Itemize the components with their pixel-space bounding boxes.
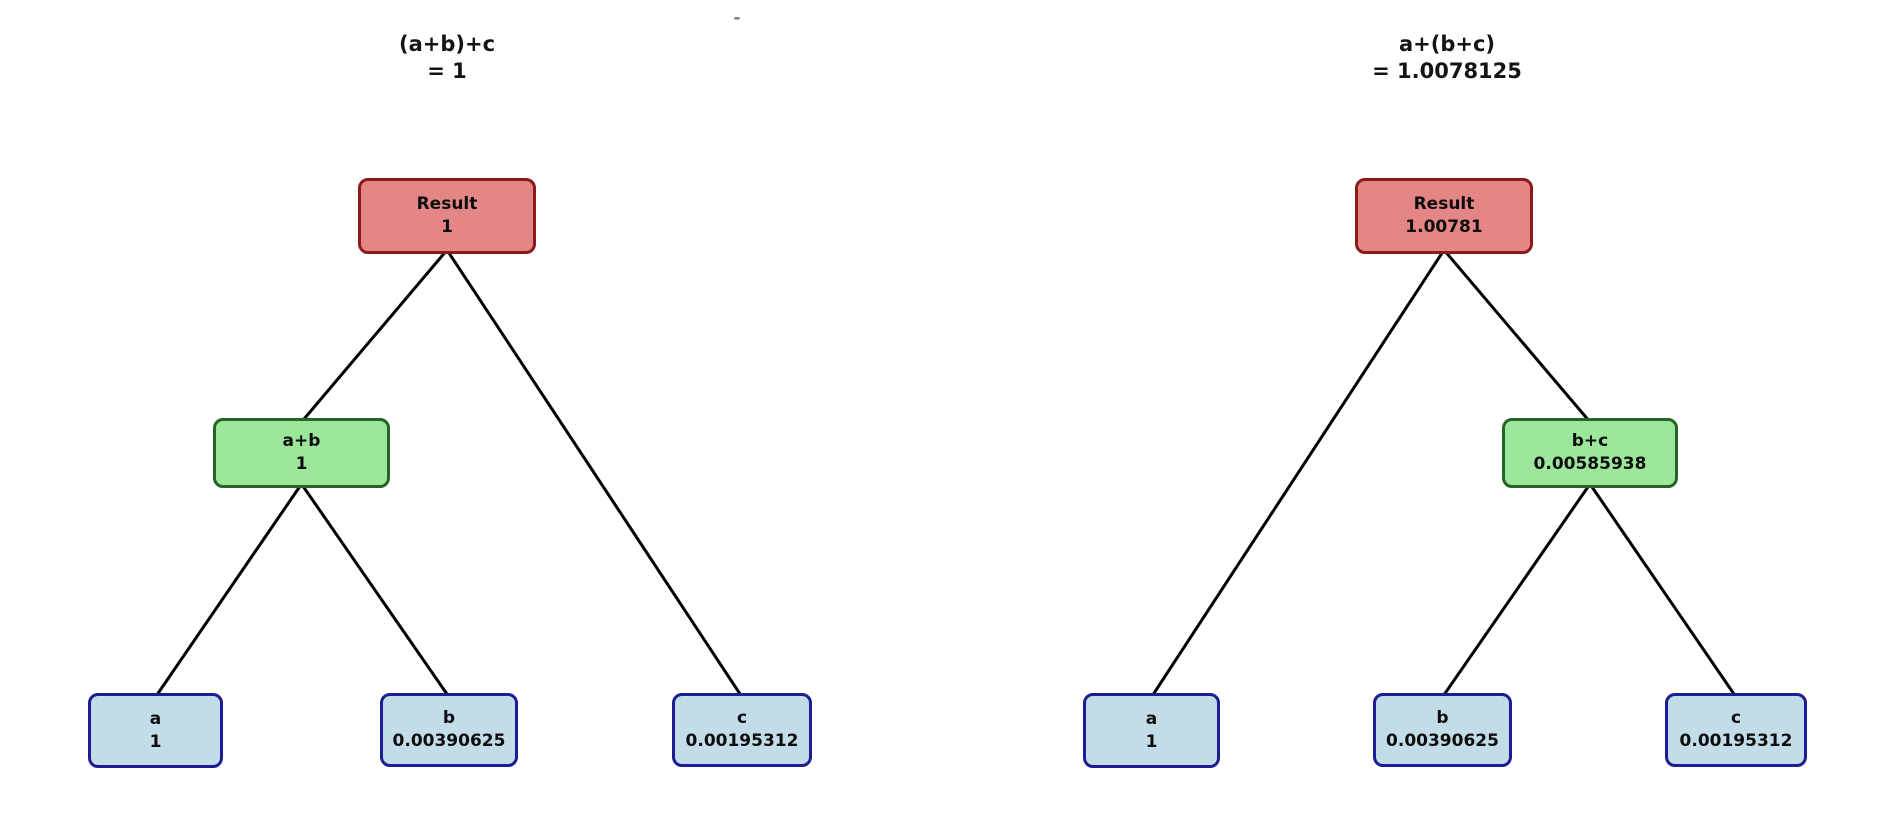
right-op-node-b-plus-c: b+c 0.00585938 [1502,418,1678,488]
node-label: a [149,708,162,729]
node-label: Result [1413,194,1475,214]
left-tree-title: (a+b)+c = 1 [399,31,495,85]
tree-edge [154,482,303,699]
node-label: c [1730,708,1742,728]
node-label: a [1145,708,1158,729]
left-leaf-node-b: b 0.00390625 [380,693,518,767]
left-result-node: Result 1 [358,178,536,254]
right-leaf-node-b: b 0.00390625 [1373,693,1512,767]
node-value: 1 [149,731,162,752]
right-tree-title-result: = 1.0078125 [1372,59,1522,83]
right-result-node: Result 1.00781 [1355,178,1533,254]
figure-suptitle-dash: - [733,8,741,28]
node-value: 1 [295,454,308,474]
tree-edge [1442,248,1592,424]
node-label: Result [416,194,478,214]
node-value: 1.00781 [1405,217,1483,237]
node-label: c [736,708,748,728]
tree-edge [300,482,451,699]
right-leaf-node-a: a 1 [1083,693,1220,768]
left-tree-title-result: = 1 [427,59,467,83]
node-value: 0.00195312 [1679,731,1793,751]
node-value: 0.00390625 [392,731,506,751]
node-label: b+c [1571,431,1609,451]
node-value: 1 [1145,731,1158,752]
node-label: b [1436,708,1449,728]
left-tree-title-expression: (a+b)+c [398,32,496,56]
right-leaf-node-c: c 0.00195312 [1665,693,1807,767]
right-tree-title-expression: a+(b+c) [1398,32,1496,56]
tree-edge [1588,482,1738,699]
tree-edge [300,248,449,424]
node-value: 1 [441,217,453,237]
node-label: b [442,708,456,728]
tree-edge [1150,248,1446,699]
right-tree-title: a+(b+c) = 1.0078125 [1372,31,1522,85]
left-leaf-node-c: c 0.00195312 [672,693,812,767]
left-leaf-node-a: a 1 [88,693,223,768]
left-op-node-a-plus-b: a+b 1 [213,418,390,488]
tree-edge [1441,482,1592,699]
node-value: 0.00195312 [685,731,799,751]
node-label: a+b [282,431,321,451]
node-value: 0.00390625 [1386,731,1499,751]
node-value: 0.00585938 [1533,454,1647,474]
tree-edge [445,248,744,699]
